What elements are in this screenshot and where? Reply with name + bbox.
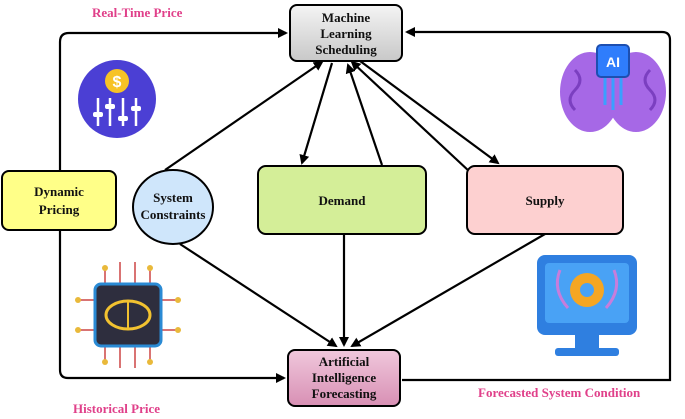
label-real-time-price: Real-Time Price [92, 5, 183, 20]
dollar-sliders-icon: $ [78, 60, 156, 138]
edge-constraints-to-ml [164, 60, 324, 171]
node-system-constraints: System Constraints [132, 169, 214, 245]
forecast-line-1: Artificial [319, 354, 370, 369]
node-demand: Demand [257, 165, 427, 235]
edge-historical-price [58, 230, 286, 383]
constraints-line-1: System [153, 190, 193, 205]
dynamic-line-2: Pricing [39, 202, 80, 217]
constraints-line-2: Constraints [140, 207, 205, 222]
edge-supply-to-ml [350, 60, 471, 173]
edge-ml-to-supply [355, 57, 500, 165]
edge-forecasted-system-condition [402, 27, 672, 382]
ml-line-3: Scheduling [315, 42, 377, 57]
svg-text:$: $ [113, 74, 122, 91]
supply-label: Supply [525, 193, 565, 208]
svg-text:AI: AI [606, 54, 620, 70]
dynamic-line-1: Dynamic [34, 184, 84, 199]
edge-demand-to-ml [345, 63, 384, 166]
forecast-line-3: Forecasting [312, 386, 377, 401]
node-ai-forecasting: Artificial Intelligence Forecasting [287, 349, 401, 407]
node-supply: Supply [466, 165, 624, 235]
edges [58, 27, 672, 383]
node-machine-learning-scheduling: Machine Learning Scheduling [289, 4, 403, 62]
edge-ml-to-demand [299, 62, 334, 165]
demand-label: Demand [319, 193, 367, 208]
ml-line-1: Machine [322, 10, 371, 25]
brain-chip-icon [75, 262, 181, 368]
edge-constraints-to-forecast [179, 243, 338, 348]
ml-line-2: Learning [320, 26, 372, 41]
edge-supply-to-forecast [350, 233, 546, 348]
edge-real-time-price [58, 28, 288, 170]
label-forecasted-system-condition: Forecasted System Condition [478, 385, 641, 400]
monitor-gear-icon [537, 255, 637, 356]
forecast-line-2: Intelligence [312, 370, 376, 385]
node-dynamic-pricing: Dynamic Pricing [1, 170, 117, 231]
ai-brain-icon: AI [560, 44, 666, 132]
label-historical-price: Historical Price [73, 401, 160, 416]
